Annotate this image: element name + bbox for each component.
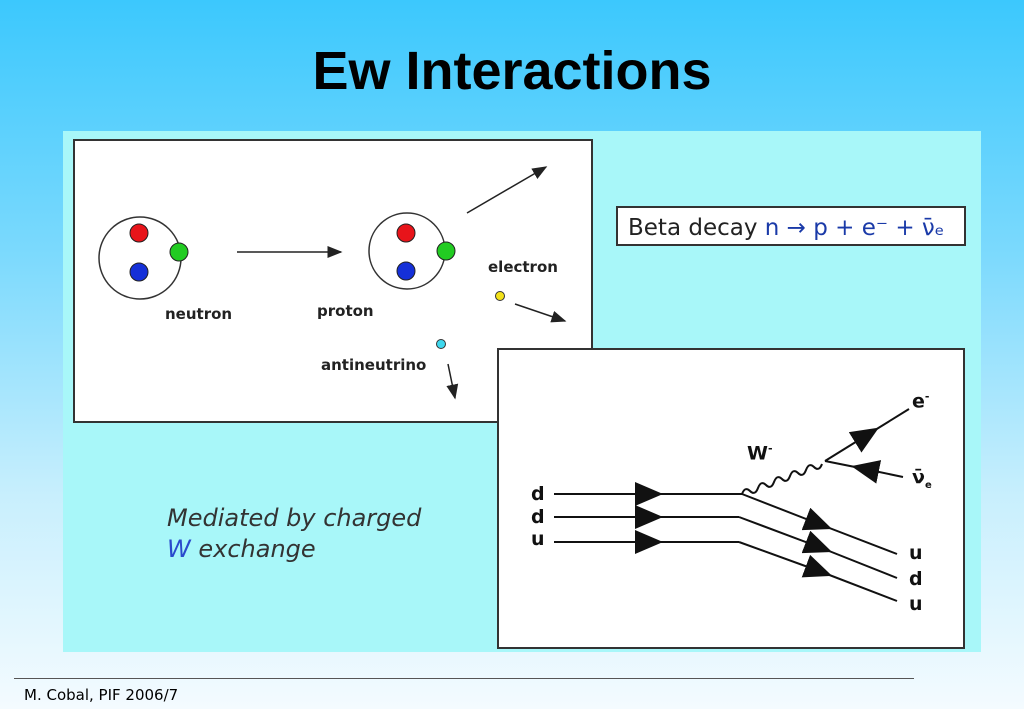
in-quark-3: u (531, 528, 545, 550)
feynman-diagram: W- e- ν̄e d d u u d u (497, 348, 965, 649)
w-charge: - (767, 442, 773, 455)
nu-flavor: e (924, 479, 932, 491)
e-symbol: e (912, 390, 925, 413)
out-quark-2: d (909, 568, 923, 590)
electron-arrow (514, 303, 567, 323)
proton-label: proton (317, 302, 374, 320)
beta-decay-prefix: Beta decay (628, 215, 758, 241)
feynman-lines (554, 408, 910, 602)
electron-label: electron (488, 258, 558, 276)
mediated-text: Mediated by charged W exchange (167, 503, 421, 565)
mediated-line1: Mediated by charged (167, 504, 422, 532)
in-quark-2: d (531, 506, 545, 528)
electron-dot (495, 291, 505, 301)
beta-decay-formula: n → p + e⁻ + ν̄ₑ (764, 215, 945, 241)
exchange-word: exchange (190, 535, 316, 563)
footer-divider (14, 678, 914, 679)
neutron-label: neutron (165, 305, 233, 323)
nu-symbol: ν̄ (912, 466, 925, 488)
neutron-quark-green (169, 242, 189, 262)
neutron-quark-blue (129, 262, 149, 282)
neutron-quark-red (129, 223, 149, 243)
in-quark-1: d (531, 483, 545, 505)
w-label: W- (747, 442, 773, 464)
proton-quark-red (396, 223, 416, 243)
proton-quark-green (436, 241, 456, 261)
mediated-line2: W exchange (167, 534, 421, 565)
out-quark-3: u (909, 593, 923, 615)
electron-line (824, 408, 910, 462)
antineutrino-symbol: ν̄e (912, 466, 932, 491)
page-title: Ew Interactions (312, 41, 712, 101)
decay-sketch (98, 166, 567, 400)
quark-line-out-u2 (738, 541, 898, 602)
w-boson-word: W (167, 535, 191, 563)
proton-quark-blue (396, 261, 416, 281)
antineutrino-dot (436, 339, 446, 349)
quark-line-out-u (741, 493, 898, 555)
w-symbol: W (747, 442, 768, 465)
antineutrino-arrow (446, 363, 459, 400)
footer-text: M. Cobal, PIF 2006/7 (24, 686, 179, 704)
proton-arrow (466, 166, 548, 214)
out-quark-1: u (909, 542, 923, 564)
diagram-panel: neutron proton electron antineutrino Bet… (63, 131, 981, 652)
beta-decay-equation: Beta decay n → p + e⁻ + ν̄ₑ (616, 206, 966, 246)
w-boson-line (741, 463, 823, 495)
antineutrino-label: antineutrino (321, 356, 427, 374)
antineutrino-line (824, 460, 904, 484)
e-charge: - (924, 390, 930, 403)
beta-decay-illustration: neutron proton electron antineutrino (73, 139, 593, 423)
quark-line-out-d (738, 516, 898, 579)
electron-symbol: e- (912, 390, 929, 412)
